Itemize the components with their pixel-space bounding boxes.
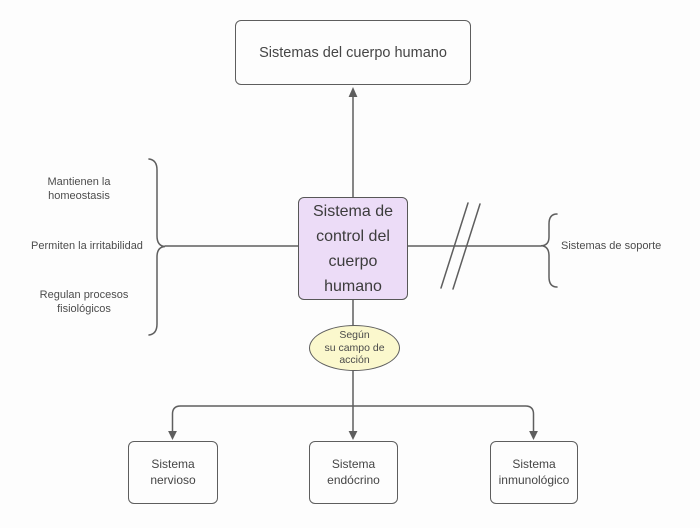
system-box-label: Sistema inmunológico (498, 457, 570, 487)
support-systems-label: Sistemas de soporte (561, 240, 662, 252)
function-label-homeostasis: Mantienen la homeostasis (47, 176, 111, 202)
scope-ellipse-label: Según su campo de acción (324, 329, 385, 367)
system-box-endocrino: Sistema endócrino (309, 441, 398, 504)
function-label-irritabilidad: Permiten la irritabilidad (31, 240, 143, 252)
scope-ellipse: Según su campo de acción (309, 325, 400, 371)
arrowhead-down-right (529, 431, 538, 440)
arrowhead-up (348, 87, 358, 97)
right-brace (540, 213, 558, 288)
function-label-procesos: Regulan procesos fisiológicos (39, 289, 129, 315)
system-box-inmunologico: Sistema inmunológico (490, 441, 578, 504)
left-brace (148, 158, 166, 336)
control-box-label: Sistema de control del cuerpo humano (312, 202, 394, 295)
arrowhead-down-left (168, 431, 177, 440)
title-box: Sistemas del cuerpo humano (235, 20, 471, 85)
system-box-label: Sistema endócrino (327, 457, 380, 487)
system-box-nervioso: Sistema nervioso (128, 441, 218, 504)
break-slash-icon (440, 202, 469, 289)
break-slash-icon (452, 203, 481, 290)
title-box-label: Sistemas del cuerpo humano (259, 44, 447, 61)
control-box: Sistema de control del cuerpo humano (298, 197, 408, 300)
tree-connector (171, 405, 535, 434)
arrowhead-down-center (348, 431, 358, 440)
system-box-label: Sistema nervioso (150, 457, 196, 487)
